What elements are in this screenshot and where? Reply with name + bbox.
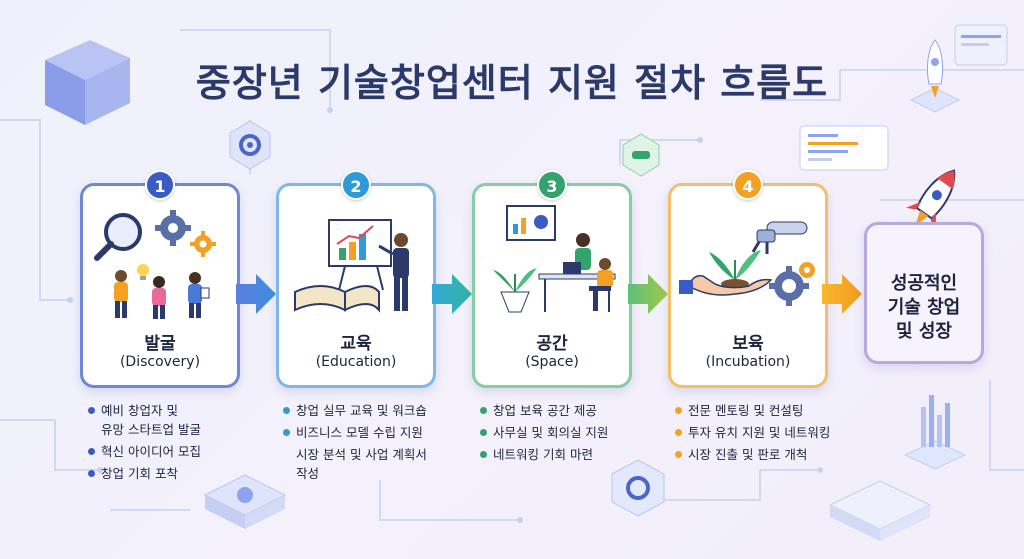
list-item: 창업 보육 공간 제공 [480,402,665,419]
incubation-bullet-list: 전문 멘토링 및 컨설팅 투자 유치 지원 및 네트워킹 시장 진출 및 판로 … [675,402,860,468]
cube-icon [45,40,130,125]
education-illustration [294,219,409,313]
step-education: 2 교육 (Education) [276,170,436,388]
bullet-dot [480,407,487,414]
list-item: 유망 스타트업 발굴 [101,422,201,437]
step-subtitle: (Space) [525,354,579,370]
bullet-dot [88,448,95,455]
magnifier-icon [94,213,142,261]
bullet-dot [480,451,487,458]
list-item: 사무실 및 회의실 지원 [480,424,665,441]
person-seated-icon [589,258,613,311]
arrow-right-icon [822,274,862,314]
final-outcome-box: 성공적인 기술 창업 및 성장 [864,222,984,364]
step-subtitle: (Education) [315,354,397,370]
bullet-dot [675,429,682,436]
step-incubation: 4 보육 (Incubation) [668,170,828,388]
step-name: 교육 [340,334,372,354]
gear-icon-small [190,231,216,257]
browser-window-icon [954,24,1008,66]
gear-icon [229,120,271,170]
list-item: 창업 기회 포착 [88,465,273,482]
robot-arm-icon [751,221,808,254]
person-at-laptop-icon [563,233,591,274]
lightbulb-icon [137,264,149,280]
bar-graph-icon [903,395,967,470]
step-name: 공간 [536,334,568,354]
list-item: 혁신 아이디어 모집 [88,443,273,460]
list-item: 예비 창업자 및 [88,402,273,419]
list-item: 전문 멘토링 및 컨설팅 [675,402,860,419]
education-bullet-list: 창업 실무 교육 및 워크숍 비즈니스 모델 수립 지원 시장 분석 및 사업 … [283,402,468,487]
step-number-badge: 3 [537,170,567,200]
gear-wrench-icon [769,262,815,306]
page-title: 중장년 기술창업센터 지원 절차 흐름도 [195,61,829,105]
list-item: 창업 실무 교육 및 워크숍 [283,402,468,419]
step-discovery: 1 [80,170,240,388]
handshake-icon [622,133,660,177]
bullet-dot [480,429,487,436]
bullet-dot [88,407,95,414]
step-number-badge: 1 [145,170,175,200]
step-name: 발굴 [144,334,176,354]
step-name: 보육 [732,334,764,354]
plant-icon [493,268,537,313]
list-item: 시장 진출 및 판로 개척 [675,446,860,463]
server-icon [203,474,287,529]
step-number-badge: 2 [341,170,371,200]
person-icon [152,276,166,319]
arrow-right-icon [432,274,472,314]
final-line-1: 성공적인 [890,273,958,294]
gear-icon-large [155,210,191,246]
bullet-dot [283,407,290,414]
bullet-dot [675,407,682,414]
presenter-icon [378,233,409,311]
discovery-illustration [94,210,216,319]
arrow-right-icon [628,274,668,314]
bullet-dot [675,451,682,458]
person-icon [188,272,210,318]
step-subtitle: (Discovery) [119,354,201,370]
list-item: 시장 분석 및 사업 계획서 [296,447,427,462]
open-hand-icon [679,274,773,296]
gear-icon-bottom [611,459,665,517]
open-book-icon [294,285,380,313]
list-item: 네트워킹 기회 마련 [480,446,665,463]
step-subtitle: (Incubation) [705,354,791,370]
list-item: 비즈니스 모델 수립 지원 [283,424,468,441]
final-line-3: 및 성장 [896,321,952,342]
space-illustration [493,205,616,313]
person-icon [114,270,128,318]
code-window-icon [799,125,889,171]
step-number-badge: 4 [733,170,763,200]
final-line-2: 기술 창업 [887,297,961,318]
incubation-illustration [679,221,815,306]
arrow-right-icon [236,274,276,314]
presentation-board-icon [328,219,392,291]
discovery-bullet-list: 예비 창업자 및 유망 스타트업 발굴 혁신 아이디어 모집 창업 기회 포착 [88,402,273,487]
step-space: 3 공간 (Space) [472,170,632,388]
bullet-dot [283,429,290,436]
list-item: 투자 유치 지원 및 네트워킹 [675,424,860,441]
platform-icon [828,480,932,541]
list-item: 작성 [296,466,320,481]
space-bullet-list: 창업 보육 공간 제공 사무실 및 회의실 지원 네트워킹 기회 마련 [480,402,665,468]
wall-chart-icon [506,205,556,241]
rocket-icon-small [909,39,961,113]
bullet-dot [88,470,95,477]
